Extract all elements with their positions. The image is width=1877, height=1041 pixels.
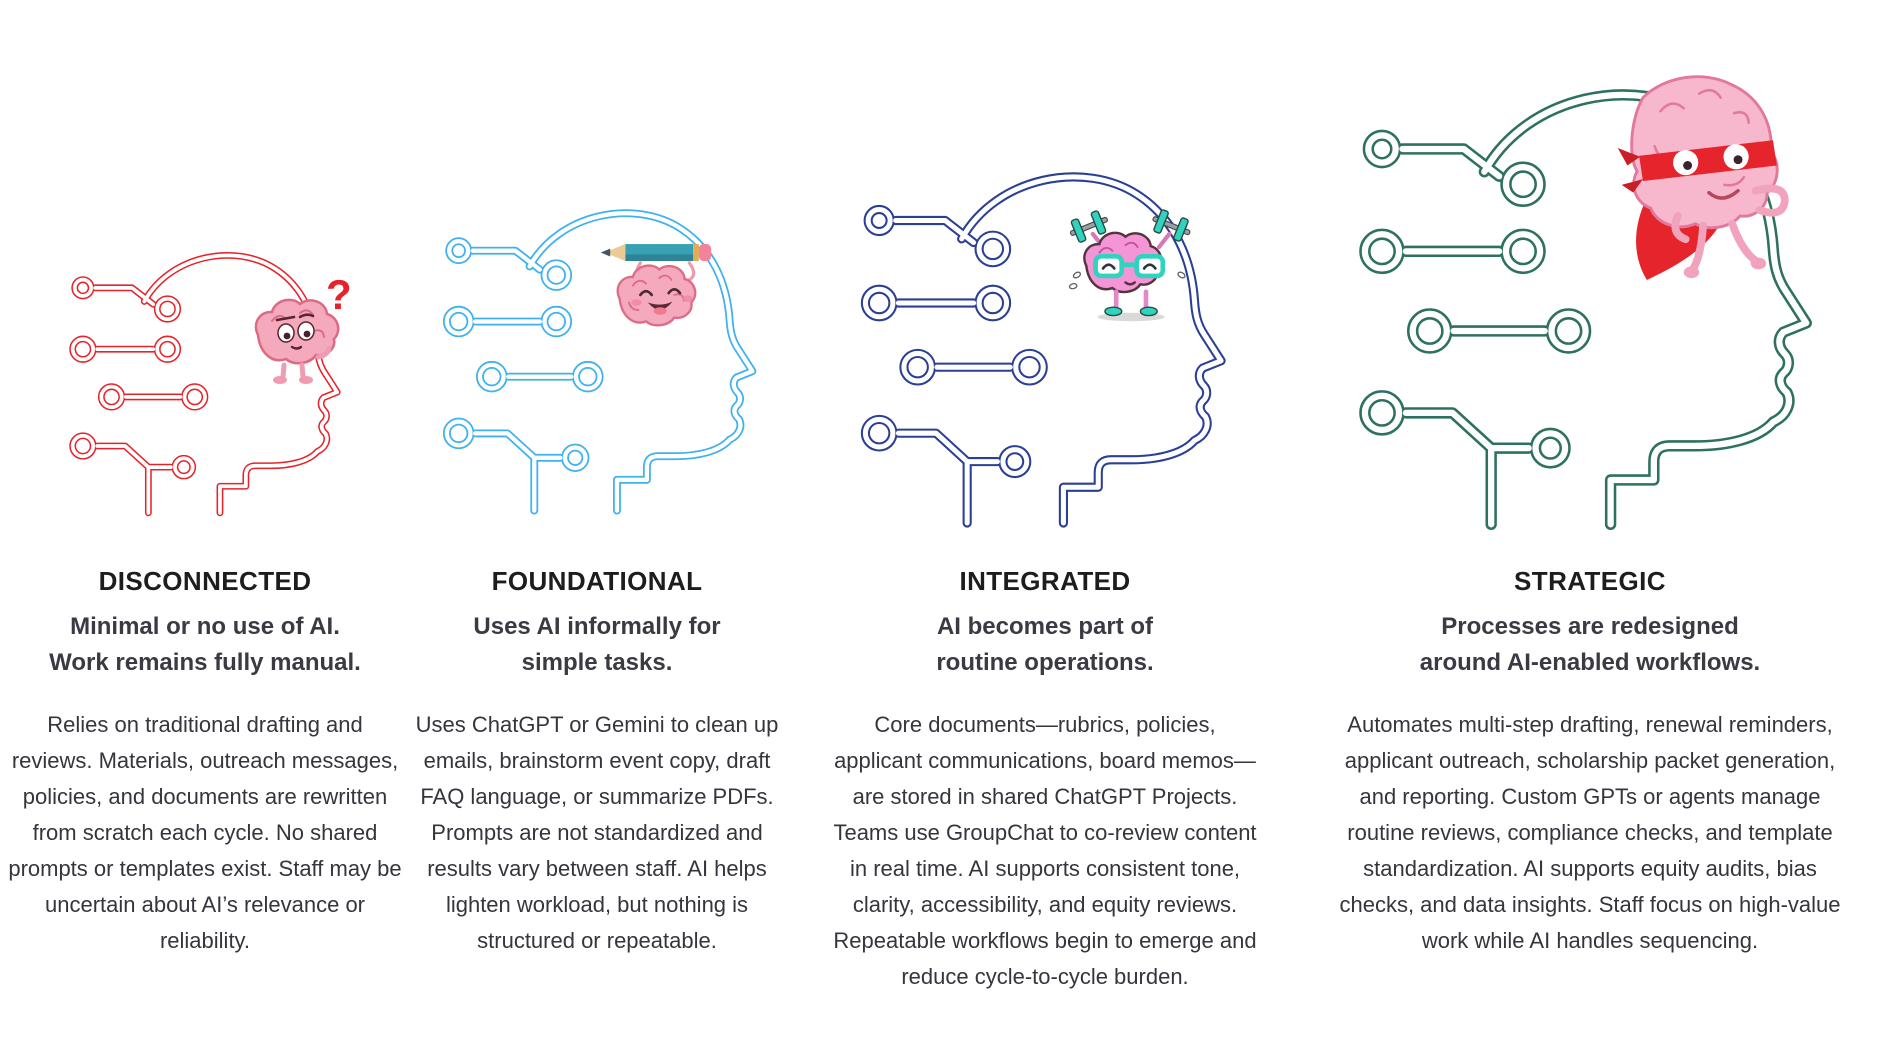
confused-brain-icon: ? [254, 273, 352, 384]
stage-title: STRATEGIC [1514, 566, 1666, 596]
dumbbell-brain-icon [1068, 209, 1191, 322]
stage-title: FOUNDATIONAL [491, 566, 703, 596]
stage-description: Uses ChatGPT or Gemini to clean up email… [415, 712, 779, 953]
circuit-head-outline-icon [413, 162, 791, 520]
stage-description: Automates multi-step drafting, renewal r… [1339, 712, 1841, 953]
circuit-head-illustration-integrated [826, 114, 1266, 534]
stage-title: DISCONNECTED [98, 566, 312, 596]
stage-title: INTEGRATED [959, 566, 1131, 596]
subtitle-line-2: Work remains fully manual. [49, 649, 361, 676]
superhero-brain-icon [1617, 75, 1789, 280]
subtitle-line-2: simple tasks. [521, 649, 673, 676]
subtitle-line-1: Processes are redesigned [1441, 613, 1739, 640]
subtitle-line-2: routine operations. [936, 649, 1154, 676]
stage-column-strategic: STRATEGIC Processes are redesigned aroun… [1325, 566, 1855, 959]
stage-subtitle: Minimal or no use of AI. Work remains fu… [5, 609, 405, 681]
stage-column-disconnected: DISCONNECTED Minimal or no use of AI. Wo… [5, 566, 405, 959]
circuit-head-illustration-disconnected: ? [42, 221, 372, 521]
stage-column-foundational: FOUNDATIONAL Uses AI informally for simp… [401, 566, 793, 959]
svg-text:?: ? [326, 273, 352, 318]
circuit-head-outline-icon [826, 114, 1266, 534]
stage-description: Core documents—rubrics, policies, applic… [833, 712, 1257, 989]
subtitle-line-2: around AI-enabled workflows. [1419, 649, 1761, 676]
stage-column-integrated: INTEGRATED AI becomes part of routine op… [830, 566, 1260, 995]
stage-subtitle: Processes are redesigned around AI-enabl… [1325, 609, 1855, 681]
stage-subtitle: AI becomes part of routine operations. [830, 609, 1260, 681]
stage-subtitle: Uses AI informally for simple tasks. [401, 609, 793, 681]
stage-description: Relies on traditional drafting and revie… [8, 712, 402, 953]
circuit-head-illustration-strategic [1316, 8, 1862, 538]
subtitle-line-1: Uses AI informally for [473, 613, 721, 640]
pencil-brain-icon [600, 244, 712, 327]
circuit-head-illustration-foundational [413, 162, 791, 520]
subtitle-line-1: Minimal or no use of AI. [70, 613, 340, 640]
subtitle-line-1: AI becomes part of [936, 613, 1154, 640]
